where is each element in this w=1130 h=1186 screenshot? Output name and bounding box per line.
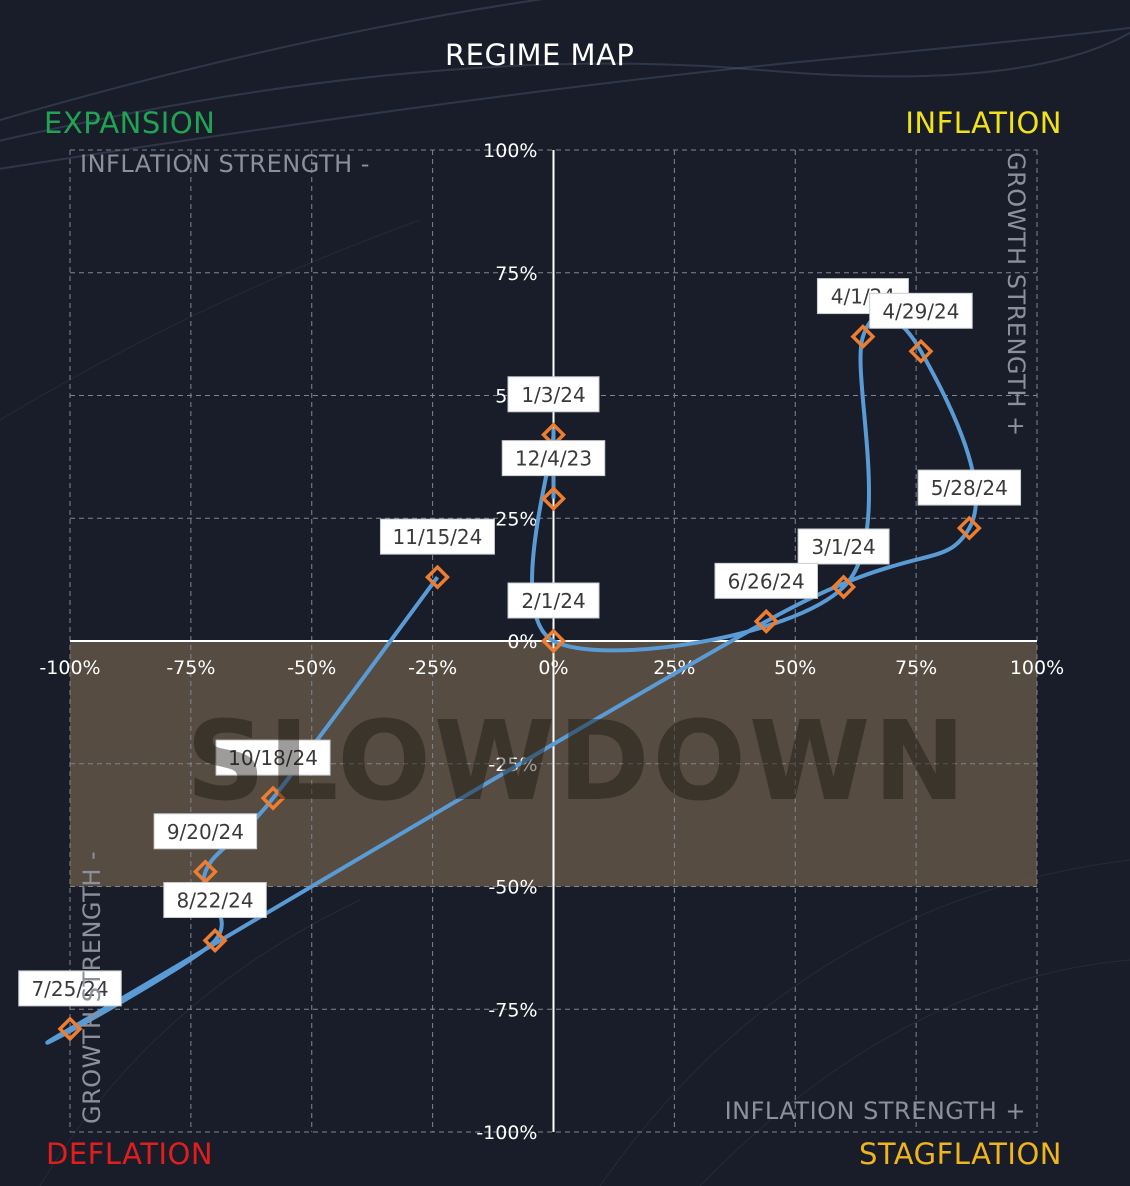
data-label-box [18, 970, 122, 1007]
y-tick-label: 75% [495, 263, 537, 285]
background-arc [699, 959, 1130, 1186]
data-point-marker [424, 564, 450, 590]
data-label: 10/18/24 [215, 739, 331, 776]
data-label: 11/15/24 [379, 518, 495, 555]
x-tick-label: 100% [1010, 657, 1064, 679]
y-tick-label: -50% [488, 877, 537, 899]
data-point-marker [202, 928, 228, 953]
data-label-text: 5/28/24 [931, 476, 1008, 500]
data-label-text: 1/3/24 [521, 383, 585, 407]
data-label: 9/20/24 [153, 813, 258, 850]
axis-caption-inflation-plus: INFLATION STRENGTH + [724, 1097, 1026, 1125]
data-label-box [507, 582, 600, 619]
background-arc [39, 899, 361, 1186]
data-label: 6/26/24 [714, 562, 818, 599]
data-label-box [917, 469, 1022, 506]
data-label: 2/1/24 [507, 582, 600, 619]
quadrant-label-deflation: DEFLATION [46, 1137, 214, 1171]
data-label-box [153, 813, 258, 850]
y-tick-label: 100% [483, 140, 537, 162]
data-markers [57, 324, 982, 1042]
data-label-box [163, 882, 267, 919]
data-label: 7/25/24 [18, 970, 122, 1007]
data-label: 3/1/24 [797, 528, 890, 565]
data-point-marker [831, 574, 857, 600]
quadrant-label-expansion: EXPANSION [44, 106, 216, 140]
x-tick-label: -25% [408, 657, 457, 679]
background-arc [0, 219, 421, 421]
x-tick-label: 0% [538, 657, 568, 679]
data-point-marker [192, 859, 218, 885]
data-label-box [869, 292, 973, 329]
x-tick-label: 75% [895, 657, 937, 679]
data-label: 8/22/24 [163, 882, 267, 919]
data-label-box [507, 376, 600, 413]
x-tick-label: -100% [39, 657, 100, 679]
data-point-marker [850, 324, 876, 350]
data-label-text: 8/22/24 [176, 889, 253, 913]
data-label: 4/29/24 [869, 292, 973, 329]
data-label-text: 7/25/24 [31, 977, 108, 1001]
data-point-marker [541, 486, 566, 512]
data-label: 5/28/24 [917, 469, 1022, 506]
data-label-text: 2/1/24 [521, 589, 585, 613]
y-tick-label: 0% [507, 631, 537, 653]
data-label-box [714, 562, 818, 599]
axis-caption-growth-minus: GROWTH STRENGTH - [78, 850, 106, 1124]
x-tick-label: -50% [287, 657, 336, 679]
data-point-marker [908, 338, 934, 364]
y-tick-label: -75% [488, 999, 537, 1021]
data-label-text: 11/15/24 [393, 525, 483, 549]
data-point-marker [57, 1016, 83, 1042]
data-label-box [379, 518, 495, 555]
data-point-marker [753, 608, 779, 634]
slowdown-watermark: SLOWDOWN [186, 697, 969, 825]
axis-caption-growth-plus: GROWTH STRENGTH + [1002, 152, 1030, 437]
data-label-box [215, 739, 331, 776]
quadrant-label-stagflation: STAGFLATION [858, 1137, 1062, 1171]
x-tick-label: -75% [166, 657, 215, 679]
data-label: 12/4/23 [501, 440, 606, 477]
axis-caption-inflation-minus: INFLATION STRENGTH - [80, 150, 370, 178]
x-tick-label: 50% [774, 657, 816, 679]
data-label-text: 4/29/24 [882, 299, 959, 323]
data-label-text: 9/20/24 [167, 820, 244, 844]
data-point-marker [260, 785, 286, 811]
data-label-box [797, 528, 890, 565]
chart-title: REGIME MAP [445, 38, 635, 72]
data-label-text: 3/1/24 [811, 535, 875, 559]
background-arc [599, 859, 1130, 1186]
data-labels: 12/4/231/3/242/1/243/1/244/1/244/29/245/… [18, 278, 1022, 1007]
data-label-text: 12/4/23 [515, 447, 592, 471]
data-label-box [501, 440, 606, 477]
y-tick-label: 25% [495, 508, 537, 530]
data-label-text: 6/26/24 [728, 569, 805, 593]
background-arc [0, 0, 544, 121]
background-arc [0, 26, 1130, 170]
background-arc [0, 31, 1130, 142]
data-label-text: 10/18/24 [228, 746, 318, 770]
y-tick-label: -100% [476, 1122, 537, 1144]
data-point-marker [956, 515, 982, 541]
quadrant-label-inflation: INFLATION [905, 106, 1062, 140]
data-point-marker [541, 628, 566, 654]
x-tick-label: 25% [653, 657, 695, 679]
data-label: 1/3/24 [507, 376, 600, 413]
